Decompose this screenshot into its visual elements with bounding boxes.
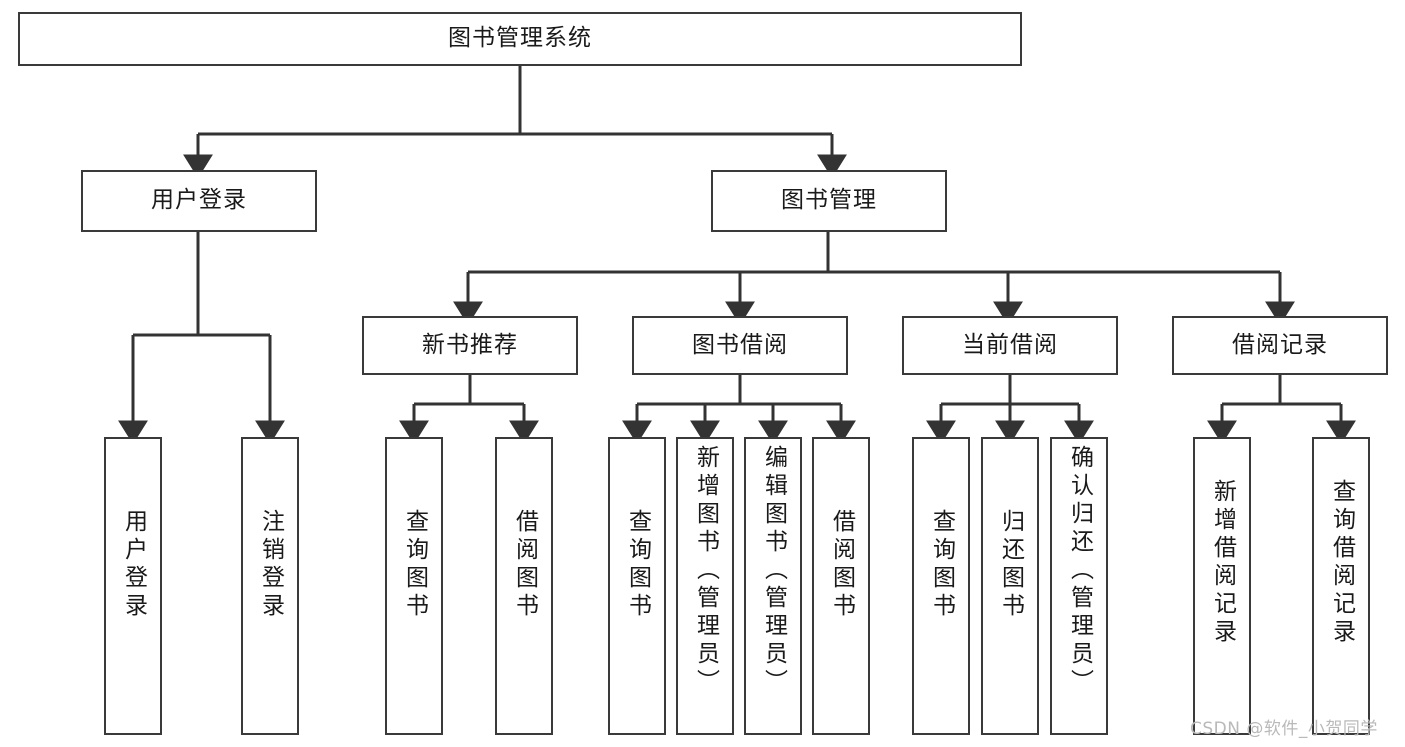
node-borrow-record[interactable]: 借阅记录 [1172,316,1388,375]
leaf-query-book-1[interactable]: 查询图书 [385,437,443,735]
node-book-management-label: 图书管理 [781,187,877,214]
leaf-query-book-3-label: 查询图书 [928,509,955,621]
node-new-book-recommend-label: 新书推荐 [422,331,518,358]
csdn-watermark: CSDN @软件_小贺同学 [1190,719,1378,739]
leaf-user-logout-label: 注销登录 [257,509,284,621]
node-root[interactable]: 图书管理系统 [18,12,1022,66]
leaf-query-book-3[interactable]: 查询图书 [912,437,970,735]
leaf-borrow-book-2[interactable]: 借阅图书 [812,437,870,735]
node-book-management[interactable]: 图书管理 [711,170,947,232]
node-book-borrow-label: 图书借阅 [692,331,788,358]
leaf-add-book[interactable]: 新增图书（管理员） [676,437,734,735]
leaf-return-book-label: 归还图书 [997,509,1024,621]
leaf-confirm-return[interactable]: 确认归还（管理员） [1050,437,1108,735]
leaf-add-record-label: 新增借阅记录 [1209,479,1236,647]
leaf-user-login-label: 用户登录 [120,509,147,621]
node-borrow-record-label: 借阅记录 [1232,331,1328,358]
leaf-query-book-2[interactable]: 查询图书 [608,437,666,735]
leaf-user-login[interactable]: 用户登录 [104,437,162,735]
leaf-edit-book-label: 编辑图书（管理员） [760,445,787,697]
leaf-query-book-2-label: 查询图书 [624,509,651,621]
node-user-login-label: 用户登录 [151,187,247,214]
leaf-borrow-book-1-label: 借阅图书 [511,509,538,621]
leaf-return-book[interactable]: 归还图书 [981,437,1039,735]
leaf-borrow-book-1[interactable]: 借阅图书 [495,437,553,735]
node-current-borrow[interactable]: 当前借阅 [902,316,1118,375]
node-new-book-recommend[interactable]: 新书推荐 [362,316,578,375]
node-user-login[interactable]: 用户登录 [81,170,317,232]
leaf-user-logout[interactable]: 注销登录 [241,437,299,735]
node-book-borrow[interactable]: 图书借阅 [632,316,848,375]
leaf-add-book-label: 新增图书（管理员） [692,445,719,697]
leaf-query-record-label: 查询借阅记录 [1328,479,1355,647]
leaf-edit-book[interactable]: 编辑图书（管理员） [744,437,802,735]
leaf-query-record[interactable]: 查询借阅记录 [1312,437,1370,735]
leaf-query-book-1-label: 查询图书 [401,509,428,621]
leaf-confirm-return-label: 确认归还（管理员） [1066,445,1093,697]
node-current-borrow-label: 当前借阅 [962,331,1058,358]
leaf-add-record[interactable]: 新增借阅记录 [1193,437,1251,735]
leaf-borrow-book-2-label: 借阅图书 [828,509,855,621]
node-root-label: 图书管理系统 [448,25,592,52]
